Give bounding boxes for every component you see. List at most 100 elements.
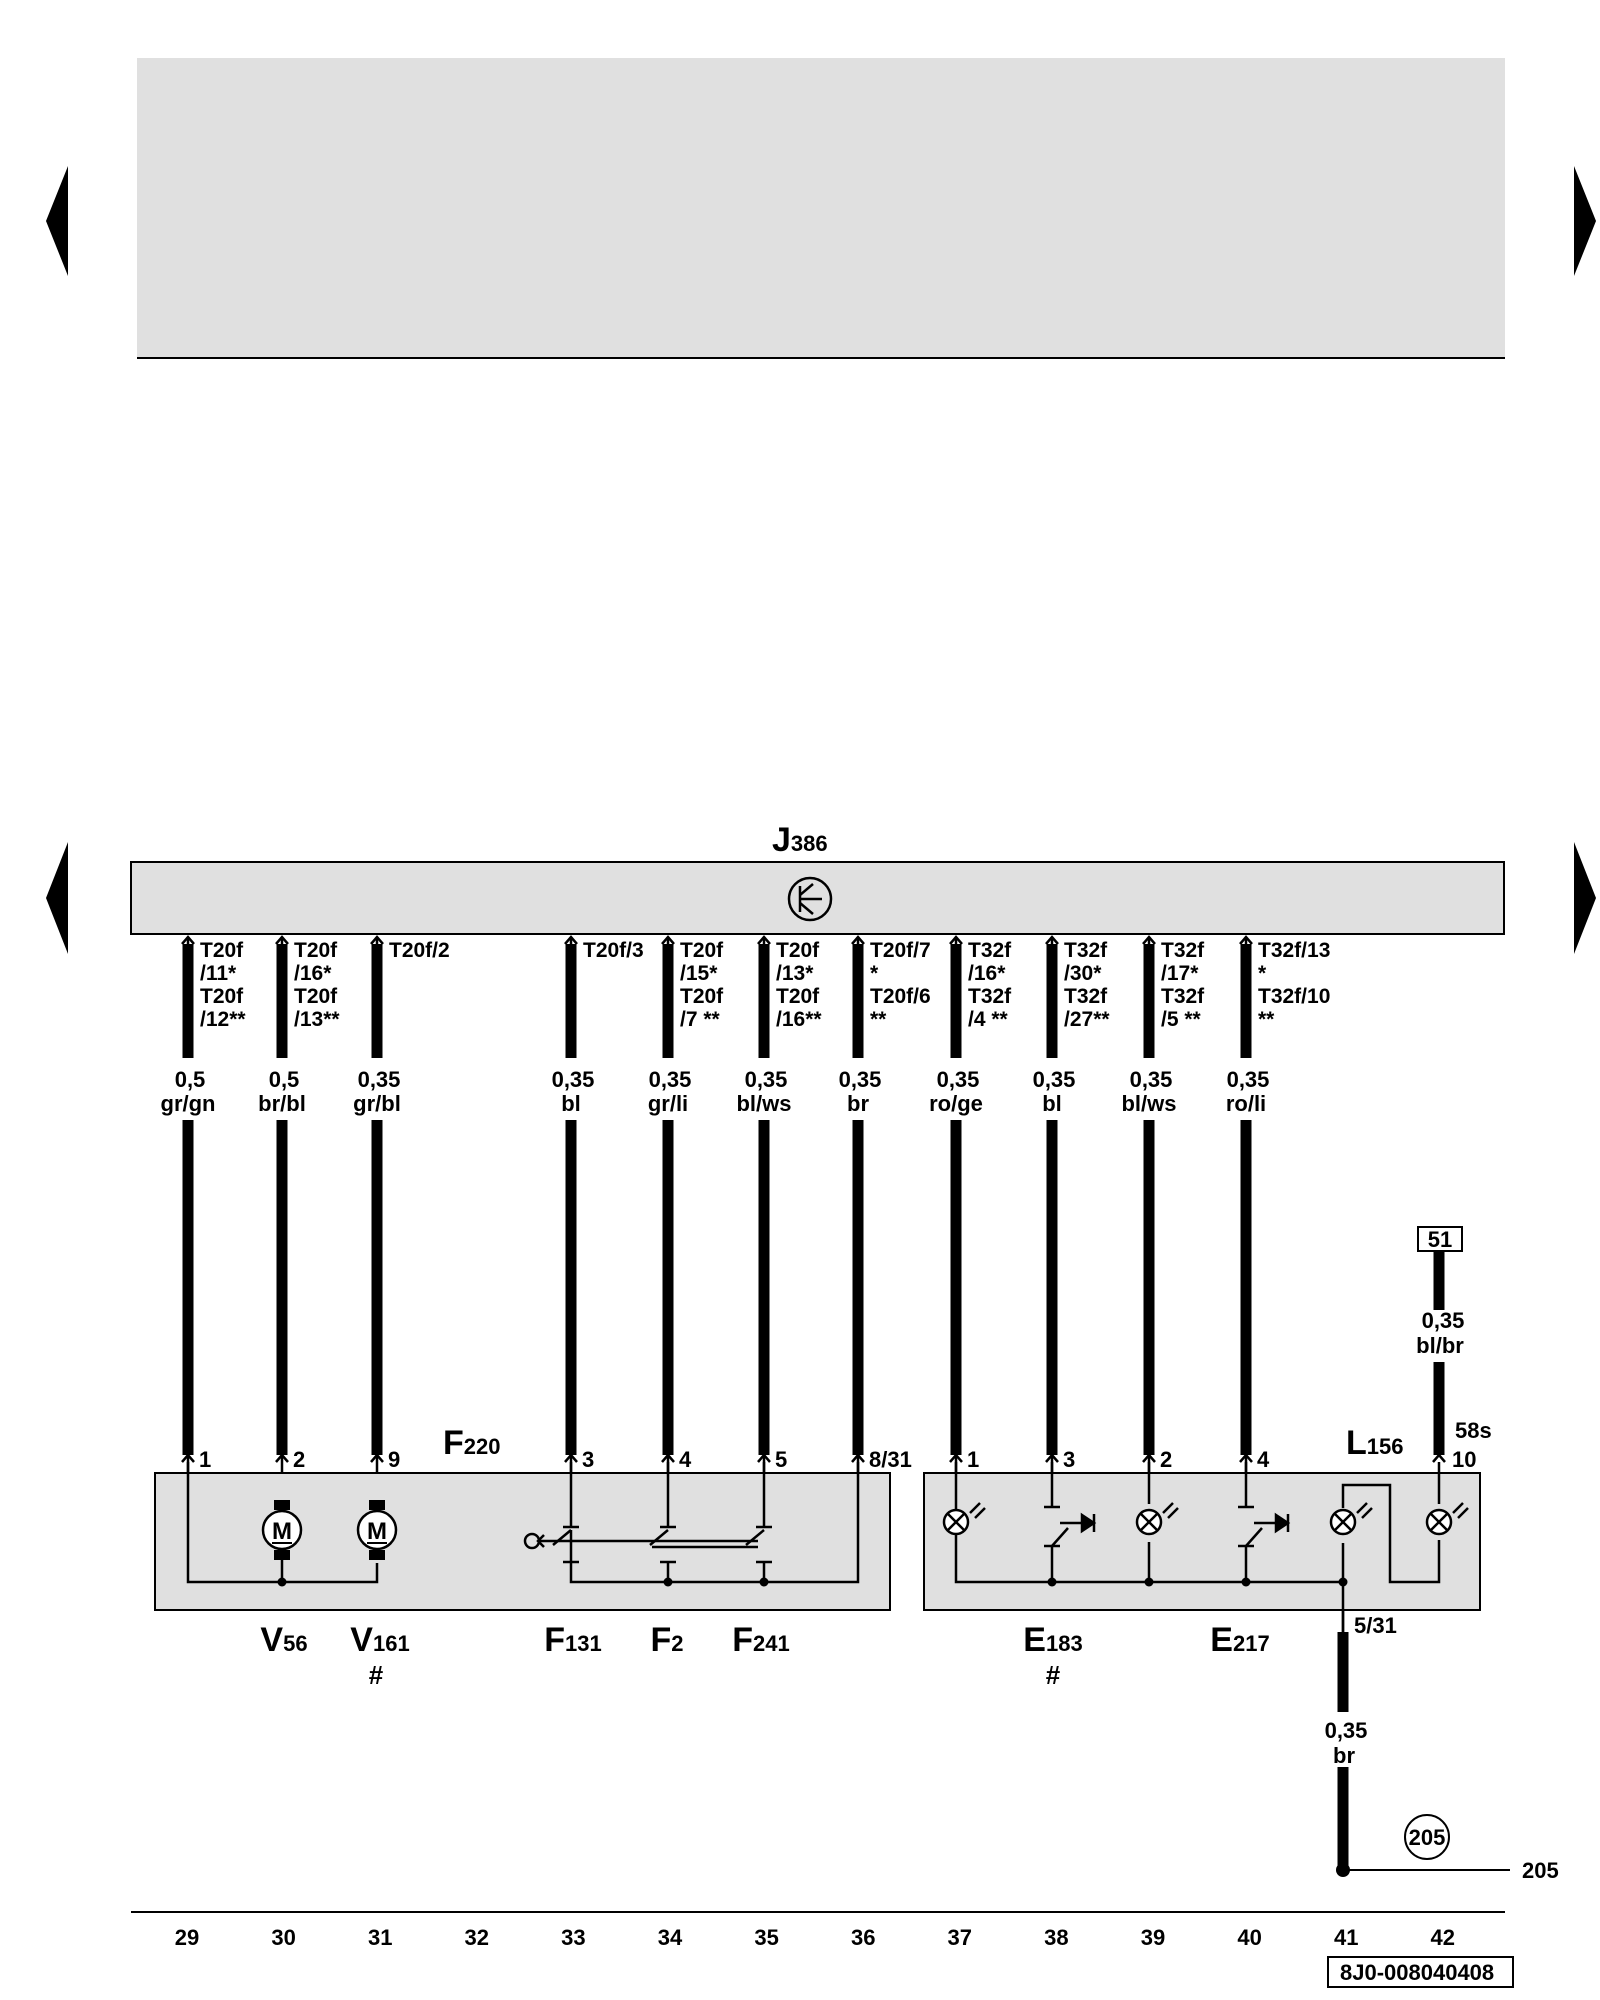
pin-number: 1 [199, 1447, 211, 1472]
switch-f241-icon [745, 1462, 772, 1564]
ground-line-reference: 205 [1522, 1858, 1559, 1883]
connector-label-line: T20f/3 [583, 939, 644, 962]
next-section-arrow-icon[interactable] [1574, 842, 1596, 954]
junction-dot [1241, 1577, 1251, 1587]
connector-label-line: /30* [1064, 962, 1102, 985]
wire-color: ro/li [1226, 1091, 1266, 1116]
wire-color: bl [1042, 1091, 1062, 1116]
component-label: E183 [1023, 1621, 1082, 1659]
svg-text:M: M [272, 1518, 292, 1545]
document-code: 8J0-008040408 [1340, 1960, 1494, 1985]
terminal-58s-label: 58s [1455, 1418, 1492, 1443]
wire-color: bl/ws [1121, 1091, 1176, 1116]
wire-size: 0,35 [1227, 1067, 1270, 1092]
wire-size: 0,5 [269, 1067, 300, 1092]
pin-arrow-icon [1432, 1453, 1446, 1463]
lamp-icon [1329, 1502, 1373, 1536]
connector-label-line: /7 ** [680, 1008, 721, 1031]
pin-number: 1 [967, 1447, 979, 1472]
connector-label-line: T20f/6 [870, 985, 931, 1008]
wire-color: br/bl [258, 1091, 306, 1116]
connector-label-line: T20f [294, 985, 338, 1008]
reference-51-label: 51 [1428, 1227, 1452, 1252]
junction-dot [1338, 1577, 1348, 1587]
motor-v56-icon: M [261, 1500, 303, 1560]
connector-label-line: T32f [1161, 939, 1205, 962]
connector-label: T20f/11*T20f/12** [200, 939, 246, 1031]
next-page-arrow-icon[interactable] [1574, 166, 1596, 276]
ground-reference-circle [1404, 1814, 1450, 1860]
connector-label-line: /15* [680, 962, 718, 985]
wire-color: ro/ge [929, 1091, 983, 1116]
column-number: 35 [754, 1925, 778, 1950]
column-number: 31 [368, 1925, 392, 1950]
wire-ground-size: 0,35 [1325, 1718, 1368, 1743]
connector-label: T20f/3 [583, 939, 644, 962]
component-label: F2 [650, 1621, 683, 1659]
wire-size: 0,35 [745, 1067, 788, 1092]
connector-label: T20f/2 [389, 939, 450, 962]
lamp-icon [942, 1502, 986, 1536]
column-number: 37 [948, 1925, 972, 1950]
connector-label: T32f/13*T32f/10** [1258, 939, 1330, 1031]
connector-label: T20f/13*T20f/16** [776, 939, 822, 1031]
connector-label-line: /4 ** [968, 1008, 1009, 1031]
wire-color: gr/li [648, 1091, 688, 1116]
pin-10-label: 10 [1452, 1447, 1476, 1472]
connector-label-line: T32f [968, 939, 1012, 962]
j386-label: J386 [772, 821, 828, 859]
column-number: 32 [465, 1925, 489, 1950]
prev-page-arrow-icon[interactable] [46, 166, 68, 276]
switch-module [923, 1472, 1481, 1611]
connector-label-line: ** [870, 1008, 887, 1031]
pin-number: 2 [1160, 1447, 1172, 1472]
pin-number: 9 [388, 1447, 400, 1472]
column-number: 30 [271, 1925, 295, 1950]
connector-label-line: /17* [1161, 962, 1199, 985]
column-number: 39 [1141, 1925, 1165, 1950]
prev-section-arrow-icon[interactable] [46, 842, 68, 954]
connector-label: T32f/16*T32f/4 ** [968, 939, 1012, 1031]
wires: 0,5gr/gn10,5br/bl20,35gr/bl90,35bl30,35g… [161, 935, 1270, 1473]
column-number: 29 [175, 1925, 199, 1950]
wire-color: bl/ws [736, 1091, 791, 1116]
connector-label-line: /11* [200, 962, 237, 985]
connector-label-line: ** [1258, 1008, 1275, 1031]
transistor-symbol-icon [787, 876, 833, 922]
connector-label-line: T20f/7 [870, 939, 931, 962]
motor-v161-icon: M [356, 1500, 398, 1560]
connector-label-line: T32f/13 [1258, 939, 1330, 962]
column-number: 42 [1431, 1925, 1455, 1950]
component-label: F241 [732, 1621, 790, 1659]
component-label: V56 [260, 1621, 307, 1659]
connector-label-line: T20f [776, 939, 820, 962]
connector-label-line: T20f [200, 985, 244, 1008]
junction-dot [663, 1577, 673, 1587]
wire-size: 0,35 [358, 1067, 401, 1092]
connector-label-line: T32f [1161, 985, 1205, 1008]
lamp-icon [1135, 1502, 1179, 1536]
pin-number: 4 [679, 1447, 692, 1472]
pin-number: 2 [293, 1447, 305, 1472]
component-label: F131 [544, 1621, 602, 1659]
wire-size: 0,35 [649, 1067, 692, 1092]
pin-5-31-label: 5/31 [1354, 1613, 1397, 1638]
column-number: 34 [658, 1925, 683, 1950]
connector-label: T20f/16*T20f/13** [294, 939, 340, 1031]
pushbutton-e183-icon [1044, 1462, 1097, 1548]
pin-number: 5 [775, 1447, 787, 1472]
column-number: 40 [1237, 1925, 1261, 1950]
pin-number: 3 [1063, 1447, 1075, 1472]
connector-label-line: T20f [680, 985, 724, 1008]
pin-number: 3 [582, 1447, 594, 1472]
wire-size: 0,35 [839, 1067, 882, 1092]
pin-number: 8/31 [869, 1447, 912, 1472]
connector-label: T32f/30*T32f/27** [1064, 939, 1110, 1031]
connector-label: T20f/7*T20f/6** [870, 939, 931, 1031]
wire-color: gr/gn [161, 1091, 216, 1116]
wire-ground-color: br [1333, 1743, 1355, 1768]
column-number: 33 [561, 1925, 585, 1950]
switch-f131-icon [552, 1462, 579, 1564]
